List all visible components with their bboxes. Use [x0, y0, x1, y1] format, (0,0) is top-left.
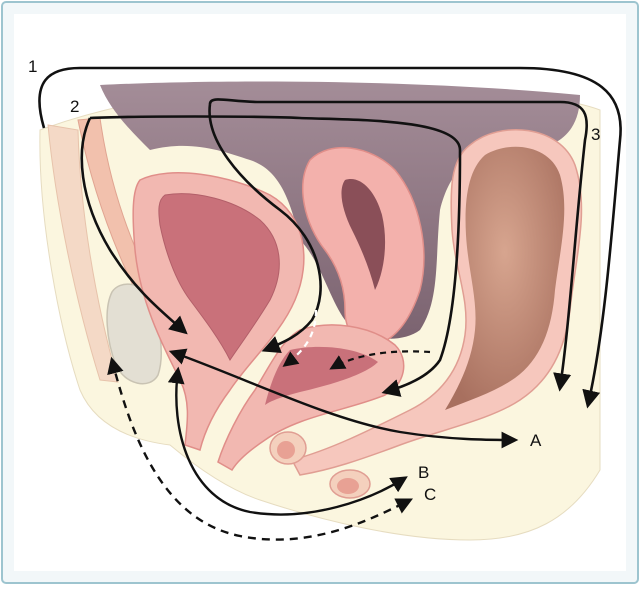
route-label-2: 2 [70, 97, 79, 116]
anal-opening-inner [337, 478, 359, 494]
exit-label-b: B [418, 463, 429, 482]
exit-label-c: C [424, 485, 436, 504]
route-label-1: 1 [28, 57, 37, 76]
exit-label-a: A [530, 431, 542, 450]
urethral-opening-inner [277, 441, 295, 459]
route-label-3: 3 [591, 125, 600, 144]
